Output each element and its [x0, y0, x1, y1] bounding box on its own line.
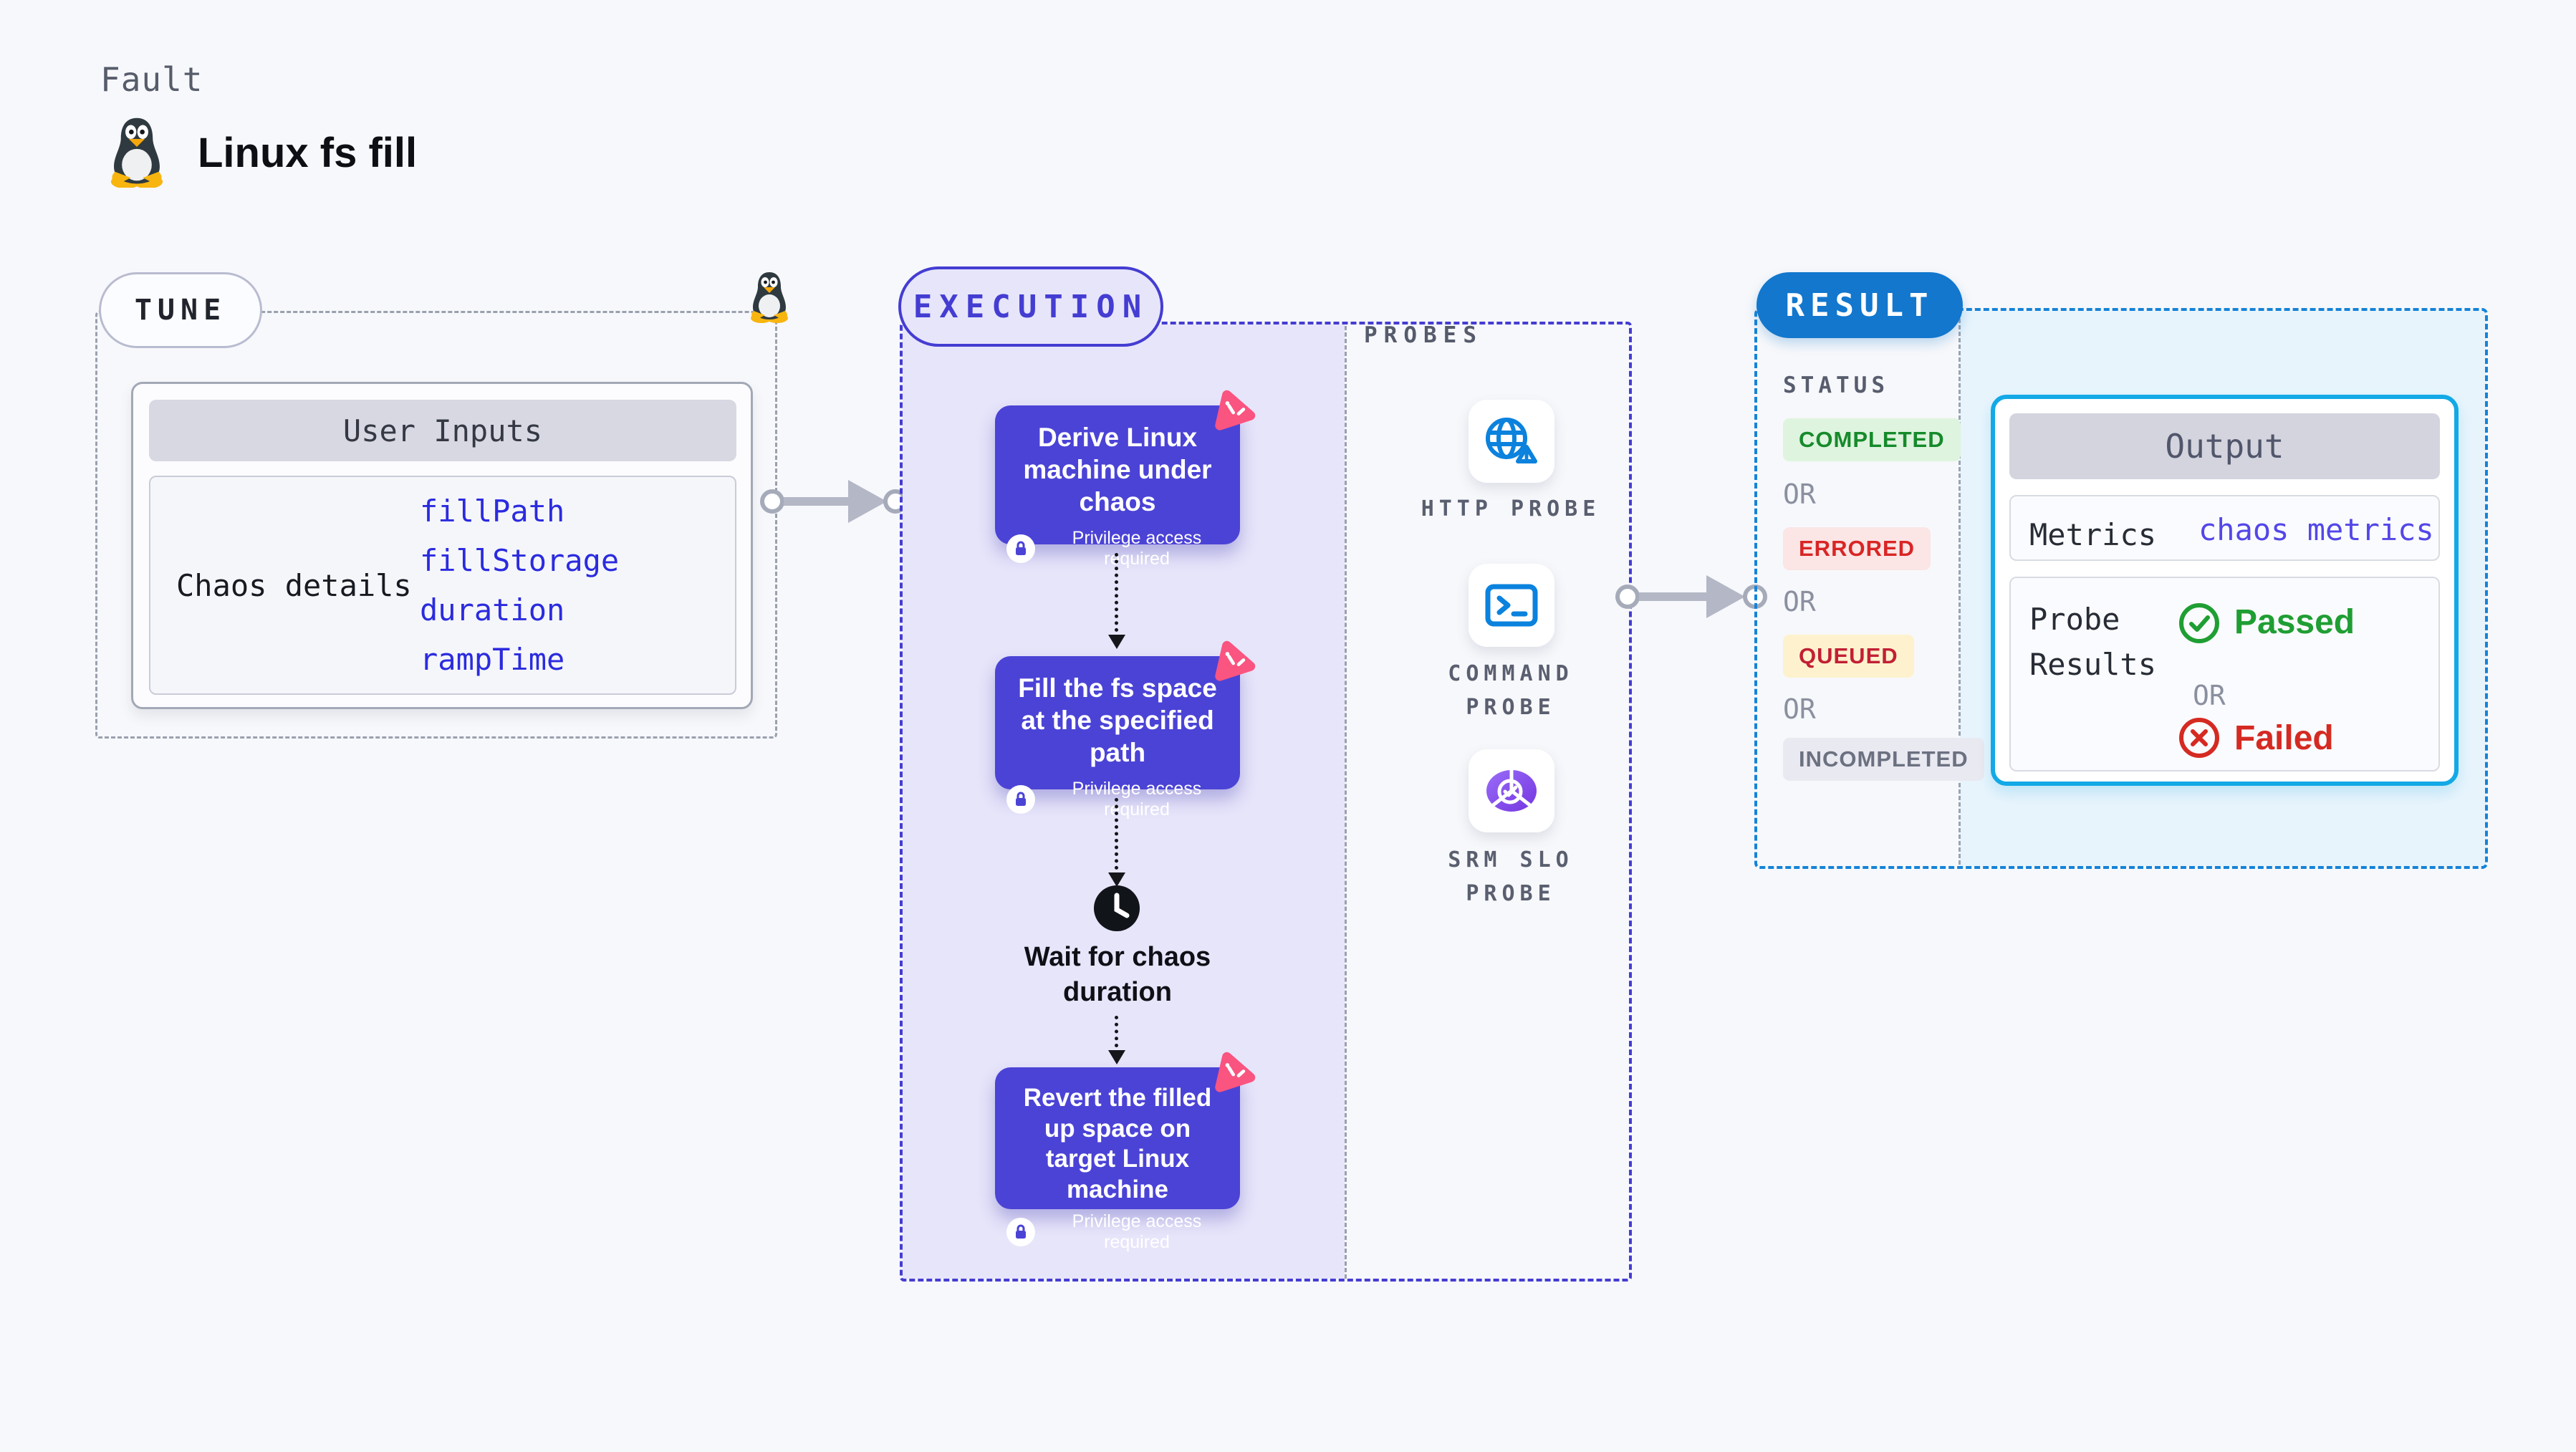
input-ramptime: rampTime [420, 642, 565, 677]
status-badge-queued: QUEUED [1783, 635, 1914, 678]
tune-section [95, 311, 777, 739]
tune-pill: TUNE [99, 272, 262, 348]
input-fillstorage: fillStorage [420, 543, 620, 578]
flow-dotted-line [1115, 798, 1118, 870]
input-fillpath: fillPath [420, 494, 565, 529]
passed-label: Passed [2234, 603, 2355, 641]
slo-pie-check-icon [1486, 769, 1537, 812]
flow-arrowhead [1108, 635, 1125, 649]
tux-penguin-icon [751, 272, 788, 323]
fault-eyebrow: Fault [100, 60, 203, 99]
or-label: OR [1783, 479, 1816, 510]
chaos-details-row: Chaos details fillPath fillStorage durat… [149, 476, 736, 695]
flow-arrowhead [1108, 872, 1125, 887]
clock-icon [1094, 885, 1140, 931]
srm-slo-probe-card [1469, 749, 1554, 832]
connector-start-circle [760, 489, 784, 514]
chaos-details-label: Chaos details [176, 567, 412, 603]
execution-pill-label: EXECUTION [913, 288, 1149, 325]
privilege-row: Privilege access required [1006, 1211, 1229, 1253]
connector-shaft [1639, 592, 1711, 601]
check-circle-icon [2179, 603, 2219, 643]
privilege-row: Privilege access required [1006, 779, 1229, 820]
flow-arrowhead [1108, 1050, 1125, 1064]
srm-slo-probe-label: SRM SLO PROBE [1448, 847, 1574, 906]
wait-step-label: Wait for chaos duration [1024, 942, 1211, 1007]
output-header: Output [2009, 413, 2440, 479]
flow-dotted-line [1115, 1016, 1118, 1047]
globe-alert-icon [1486, 418, 1537, 463]
step-card-revert: Revert the filled up space on target Lin… [995, 1067, 1240, 1252]
lock-icon [1006, 785, 1035, 814]
result-section [1754, 308, 2488, 869]
or-label: OR [1783, 586, 1816, 617]
probes-section-label: PROBES [1364, 322, 1483, 348]
flow-dotted-line [1115, 553, 1118, 632]
user-inputs-list: fillPath fillStorage duration rampTime [420, 494, 619, 677]
failed-label: Failed [2234, 719, 2334, 757]
connector-arrowhead [1706, 575, 1745, 618]
probe-results-label: Probe Results [2029, 602, 2157, 682]
status-title: STATUS [1783, 372, 1889, 398]
probe-results-row: Probe Results Passed OR Failed [2009, 577, 2440, 771]
status-divider [1959, 312, 1961, 865]
tux-penguin-icon [110, 117, 163, 188]
http-probe-label: HTTP PROBE [1421, 496, 1601, 521]
privilege-note: Privilege access required [1072, 528, 1202, 569]
http-probe-card [1469, 400, 1554, 483]
command-probe-label: COMMAND PROBE [1448, 661, 1574, 720]
privilege-note: Privilege access required [1072, 1211, 1202, 1252]
command-probe-card [1469, 564, 1554, 647]
connector-shaft [784, 497, 852, 506]
step-card-derive: Derive Linux machine under chaos Privile… [995, 405, 1240, 569]
terminal-icon [1485, 584, 1538, 627]
result-pill-label: RESULT [1785, 287, 1934, 324]
status-badge-incompleted: INCOMPLETED [1783, 738, 1984, 781]
output-header-label: Output [2165, 427, 2284, 466]
lock-icon [1006, 534, 1035, 564]
probes-divider [1345, 326, 1347, 1279]
user-inputs-header-label: User Inputs [342, 413, 543, 448]
output-card: Output Metrics chaos metrics Probe Resul… [1991, 395, 2459, 786]
or-label: OR [1783, 693, 1816, 725]
lock-icon [1006, 1217, 1035, 1246]
execution-section [900, 322, 1632, 1282]
page-title: Linux fs fill [198, 130, 418, 176]
result-pill: RESULT [1756, 272, 1963, 338]
privilege-note: Privilege access required [1072, 779, 1202, 820]
step-card-fill: Fill the fs space at the specified path … [995, 656, 1240, 819]
step-title: Derive Linux machine under chaos [1023, 423, 1212, 517]
step-title: Fill the fs space at the specified path [1018, 673, 1217, 768]
user-inputs-header: User Inputs [149, 400, 736, 461]
metrics-value: chaos metrics [2198, 512, 2434, 547]
connector-arrowhead [848, 480, 887, 523]
status-badge-errored: ERRORED [1783, 527, 1931, 570]
input-duration: duration [420, 592, 565, 628]
tune-pill-label: TUNE [134, 294, 227, 327]
step-title: Revert the filled up space on target Lin… [1023, 1084, 1212, 1204]
metrics-label: Metrics [2029, 517, 2157, 552]
connector-start-circle [1615, 585, 1640, 609]
or-label: OR [2193, 680, 2226, 711]
status-badge-completed: COMPLETED [1783, 418, 1961, 461]
metrics-row: Metrics chaos metrics [2009, 495, 2440, 561]
x-circle-icon [2179, 718, 2219, 758]
user-inputs-card: User Inputs Chaos details fillPath fillS… [131, 382, 753, 709]
execution-pill: EXECUTION [898, 266, 1163, 347]
